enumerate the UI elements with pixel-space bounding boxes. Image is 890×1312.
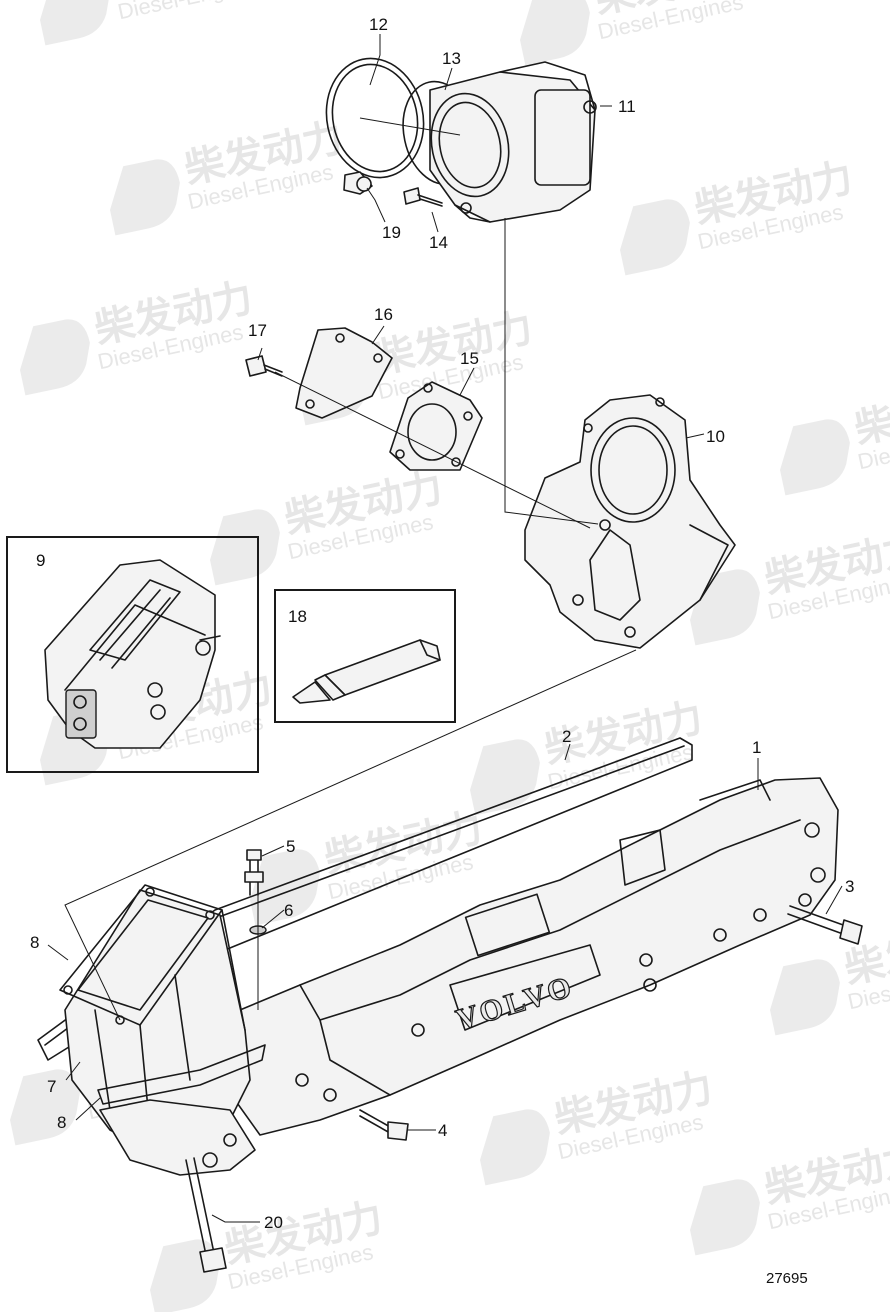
callout-7: 7 [47,1077,56,1096]
leader-lines [47,34,843,1223]
callout-12: 12 [369,15,388,34]
watermark-en: Diesel-Engines [115,0,265,24]
callout-16: 16 [374,305,393,324]
watermark-logo-icon [780,419,850,496]
callout-19: 19 [382,223,401,242]
watermark-logo-icon [520,0,590,66]
callout-20: 20 [264,1213,283,1232]
callout-8-lower: 8 [57,1113,66,1132]
callout-18: 18 [288,607,307,626]
callout-3: 3 [845,877,854,896]
watermark-logo-icon [150,1239,220,1312]
callout-5: 5 [286,837,295,856]
watermark-logo-icon [620,199,690,276]
throttle-body-11 [429,61,597,223]
callout-2: 2 [562,727,571,746]
callout-labels: 12 13 11 19 14 17 16 15 10 9 18 2 1 5 3 … [30,15,854,1232]
callout-13: 13 [442,49,461,68]
screw-19 [356,176,372,192]
callout-17: 17 [248,321,267,340]
gasket-15 [389,381,483,471]
bolt-3 [787,905,863,945]
gasket-8-lower [97,1044,266,1105]
lower-flange [99,1099,256,1176]
watermark-logo-icon [20,319,90,396]
screw-4 [359,1109,409,1141]
watermark-logo-icon [10,1069,80,1146]
intake-elbow-10 [524,394,736,649]
callout-9: 9 [36,551,45,570]
screw-17 [245,355,283,377]
callout-14: 14 [429,233,448,252]
cover-plate-16 [295,327,393,419]
callout-4: 4 [438,1121,447,1140]
callout-11: 11 [618,97,636,116]
watermark-logo-icon [690,1179,760,1256]
watermark-logo-icon [210,509,280,586]
callout-6: 6 [284,901,293,920]
watermark-logo-icon [250,849,320,926]
watermark-logo-icon [110,159,180,236]
watermark-cn: 柴发动力 [851,375,890,453]
bolt-20 [185,1157,227,1273]
watermark-logo-icon [40,0,110,46]
callout-15: 15 [460,349,479,368]
callout-1: 1 [752,738,761,757]
detail-box-18 [274,589,456,723]
intake-manifold-1: VOLVO [234,777,839,1136]
callout-10: 10 [706,427,725,446]
watermark-logo-icon [480,1109,550,1186]
callout-8-upper: 8 [30,933,39,952]
detail-box-9 [6,536,259,773]
adapter-7 [59,884,251,1161]
bolt-14 [403,187,443,207]
watermark-logo-icon [770,959,840,1036]
stud-5 [244,849,264,896]
figure-number: 27695 [766,1270,808,1287]
